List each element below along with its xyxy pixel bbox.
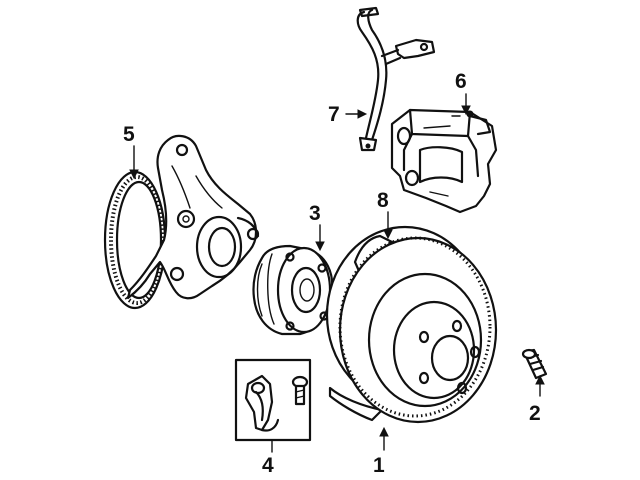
callout-8: 8: [377, 189, 393, 240]
callout-2: 2: [529, 374, 545, 425]
bleeder-screw-part[interactable]: [521, 348, 548, 380]
callout-label-5: 5: [123, 123, 135, 146]
callout-label-7: 7: [328, 103, 340, 126]
callout-4: 4: [262, 439, 274, 477]
callout-3: 3: [309, 202, 325, 252]
steering-knuckle-part[interactable]: [126, 134, 260, 300]
hub-bearing-part[interactable]: [252, 244, 334, 336]
callout-label-4: 4: [262, 454, 274, 477]
brake-caliper-part[interactable]: [390, 108, 498, 214]
callout-6: 6: [455, 70, 471, 116]
brake-hose-part[interactable]: [356, 6, 436, 152]
callout-1: 1: [373, 426, 389, 477]
callout-7: 7: [328, 103, 368, 126]
callout-label-1: 1: [373, 454, 385, 477]
callout-label-6: 6: [455, 70, 467, 93]
callout-label-3: 3: [309, 202, 321, 225]
brake-rotor-part[interactable]: [325, 225, 498, 424]
callout-label-8: 8: [377, 189, 389, 212]
callout-label-2: 2: [529, 402, 541, 425]
callout-5: 5: [123, 123, 139, 180]
speed-sensor-part[interactable]: [234, 358, 312, 442]
